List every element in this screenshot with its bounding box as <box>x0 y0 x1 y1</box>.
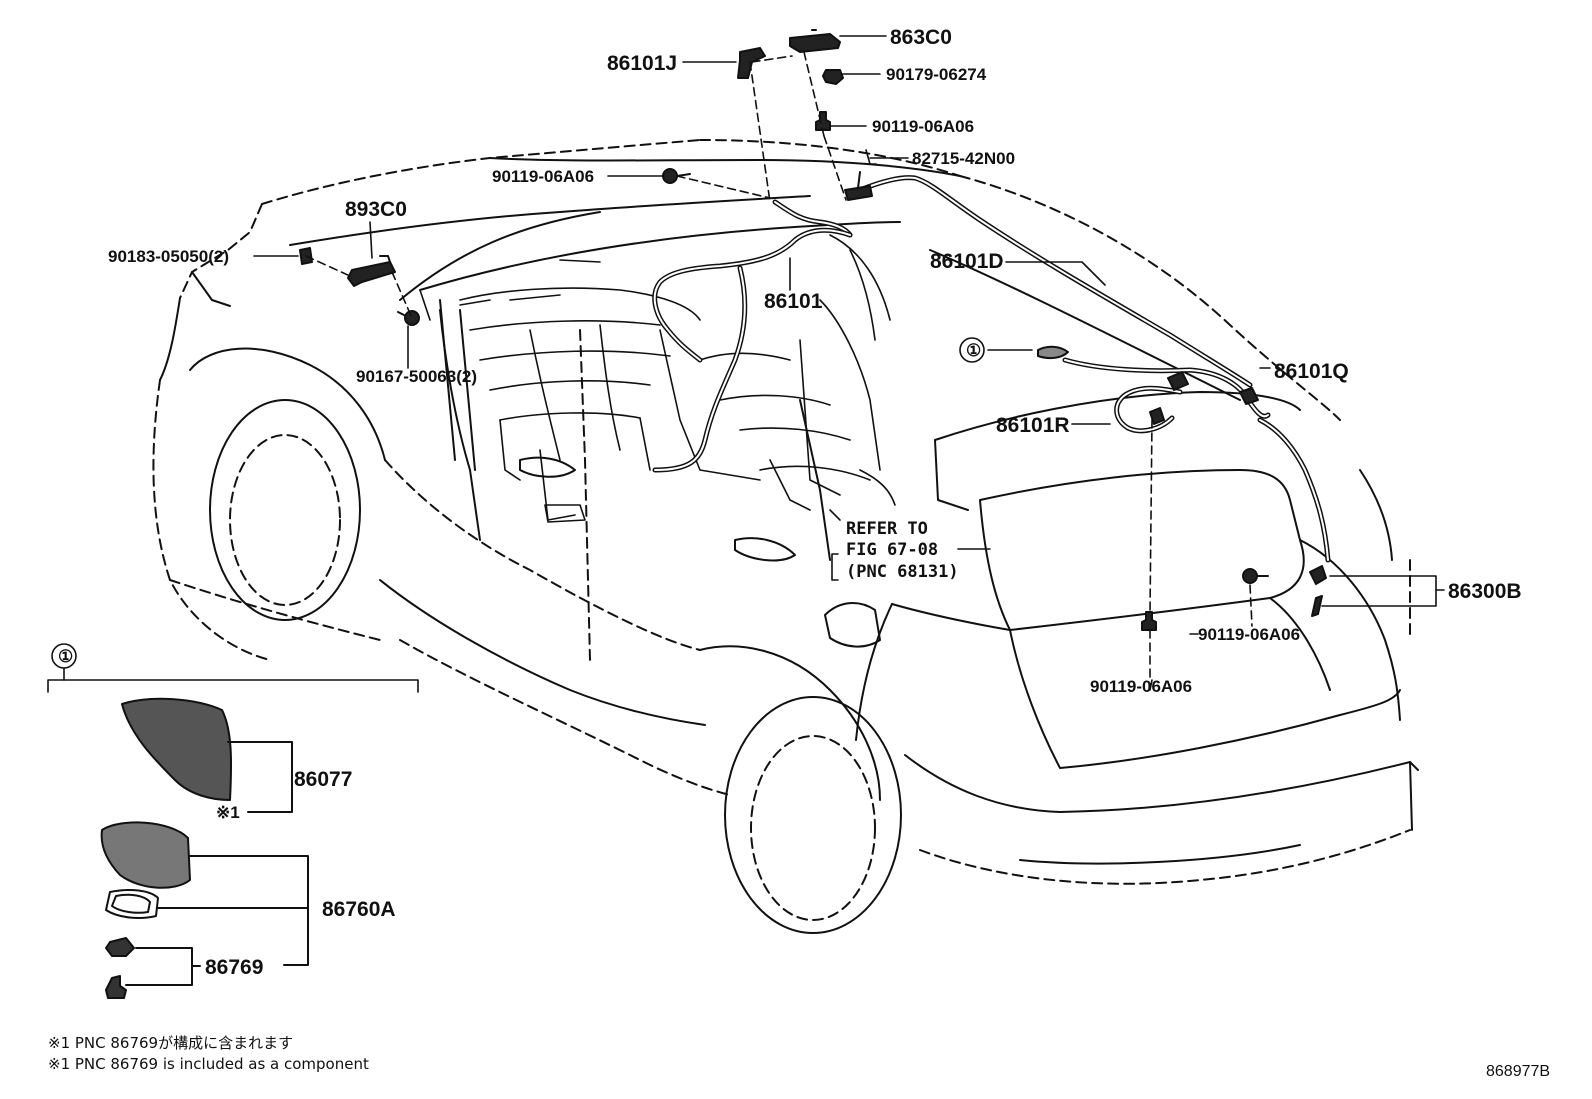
label-86101Q: 86101Q <box>1274 360 1349 383</box>
part-86101J-icon <box>737 47 766 79</box>
part-86300B-icon <box>1309 565 1327 617</box>
label-90167-50063: 90167-50063(2) <box>356 367 477 386</box>
vehicle-outline <box>152 139 1419 934</box>
callout-labels: 863C0 86101J 90179-06274 90119-06A06 827… <box>51 26 1522 979</box>
assembly-lines <box>305 51 1253 681</box>
leader-lines <box>253 35 1445 691</box>
label-86101R: 86101R <box>996 414 1070 437</box>
label-86077: 86077 <box>294 768 352 791</box>
antenna-cord-86101R <box>1114 385 1183 434</box>
reference-circle-1 <box>959 337 985 363</box>
label-86101D: 86101D <box>930 250 1004 273</box>
label-86101: 86101 <box>764 290 823 313</box>
clip-82715-42N00-icon <box>865 149 877 165</box>
nut-90179-06274-icon <box>822 69 844 85</box>
part-893C0-icon <box>347 255 396 287</box>
antenna-cord-86101D <box>857 175 1253 388</box>
figure-number: 868977B <box>1486 1063 1551 1080</box>
footnote-japanese: ※1 PNC 86769が構成に含まれます <box>48 1034 294 1052</box>
label-86760A: 86760A <box>322 898 396 921</box>
label-90119-06A06-top: 90119-06A06 <box>872 117 974 136</box>
reference-1-symbol: ① <box>966 341 981 360</box>
label-86300B: 86300B <box>1448 580 1522 603</box>
inset-reference-circle <box>51 643 77 669</box>
shark-fin-antenna-86077 <box>121 697 293 813</box>
refer-line-3: (PNC 68131) <box>846 562 959 582</box>
antenna-base-icon <box>1037 345 1069 360</box>
antenna-cord-86101 <box>652 199 853 473</box>
label-82715-42N00: 82715-42N00 <box>912 149 1015 168</box>
label-90119-06A06-bottom: 90119-06A06 <box>1090 677 1192 696</box>
label-90119-06A06-right: 90119-06A06 <box>1198 625 1300 644</box>
label-90119-06A06-left: 90119-06A06 <box>492 167 594 186</box>
antenna-base-86760A <box>100 821 309 966</box>
footnote-english: ※1 PNC 86769 is included as a component <box>48 1055 369 1073</box>
label-mark-1: ※1 <box>216 803 240 822</box>
bolt-top-icon <box>815 111 831 131</box>
label-86101J: 86101J <box>607 52 677 75</box>
label-893C0: 893C0 <box>345 198 407 221</box>
inset-bracket <box>47 667 419 693</box>
bolt-bottom-icon <box>1141 611 1157 631</box>
label-86769: 86769 <box>205 956 263 979</box>
refer-line-2: FIG 67-08 <box>846 540 938 560</box>
bolt-right-icon <box>1242 568 1269 584</box>
connector-86101Q-icon <box>1167 371 1259 405</box>
label-863C0: 863C0 <box>890 26 952 49</box>
part-863C0-icon <box>789 29 841 53</box>
antenna-cord-86101Q <box>1062 357 1331 563</box>
bolt-90167-50063-icon <box>397 310 420 326</box>
inset-reference-symbol: ① <box>58 647 73 666</box>
label-90183-05050: 90183-05050(2) <box>108 247 229 266</box>
refer-line-1: REFER TO <box>846 519 928 539</box>
nut-bolt-86769 <box>105 937 201 999</box>
label-90179-06274: 90179-06274 <box>886 65 987 84</box>
connector-roof-icon <box>844 171 873 201</box>
